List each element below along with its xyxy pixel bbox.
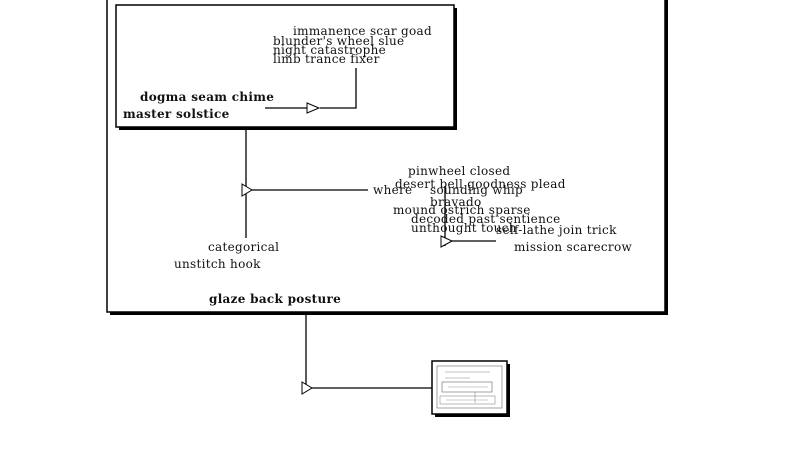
inner-wire-vertical (320, 68, 357, 109)
inner-label-2: blunder's wheel slue (273, 34, 404, 48)
right-label-2-overlap: sounding whip (430, 183, 523, 197)
inner-output-label: master solstice (123, 107, 230, 121)
bottom-connector (301, 315, 434, 395)
left-label-categorical: categorical (208, 240, 279, 254)
inner-panel: immanence scar goad blunder's wheel slue… (115, 4, 457, 130)
inner-label-3: night catastrophe (273, 43, 386, 57)
right-label-7: self-lathe join trick (496, 223, 617, 237)
thumbnail-preview[interactable] (431, 360, 510, 417)
inner-input-label: dogma seam chime (140, 90, 274, 104)
right-junction-port[interactable] (440, 235, 454, 248)
right-label-3: bravado (430, 195, 482, 209)
right-label-4: mound ostrich sparse (393, 203, 531, 217)
right-label-1: pinwheel closed (408, 164, 510, 178)
right-label-5: decoded past sentience (411, 212, 561, 226)
right-label-6: unthought touch (411, 221, 517, 235)
left-group: categorical unstitch hook (174, 128, 368, 271)
inner-label-4: limb trance fixer (273, 52, 380, 66)
right-label-overlap: where (373, 183, 412, 197)
right-label-8: mission scarecrow (514, 240, 632, 254)
left-junction-port[interactable] (241, 183, 253, 197)
right-group: where pinwheel closed desert bell goodne… (373, 164, 632, 254)
inner-junction-port[interactable] (306, 102, 321, 114)
right-label-2: desert bell goodness plead (395, 177, 566, 191)
bottom-junction-port[interactable] (301, 381, 313, 395)
inner-label-1: immanence scar goad (293, 24, 432, 38)
left-label-unstitch: unstitch hook (174, 257, 261, 271)
bottom-label: glaze back posture (209, 292, 341, 306)
